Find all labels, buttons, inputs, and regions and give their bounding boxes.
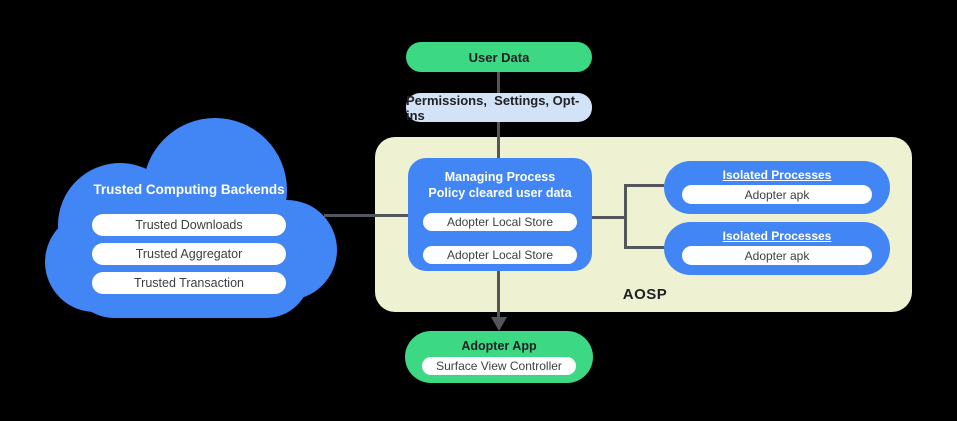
cloud-title: Trusted Computing Backends — [93, 182, 285, 197]
user-data-node: User Data — [406, 42, 592, 72]
adopter-apk-1: Adopter apk — [682, 185, 872, 204]
arrow-down-icon — [491, 317, 507, 331]
connector-managing-to-branch — [592, 216, 627, 219]
surface-view-controller: Surface View Controller — [422, 357, 576, 375]
isolated-process-node-2: Isolated Processes Adopter apk — [664, 222, 890, 275]
aosp-label: AOSP — [622, 286, 668, 303]
adopter-app-node: Adopter App Surface View Controller — [405, 331, 593, 383]
connector-branch-to-isolated-2 — [624, 246, 664, 249]
connector-userdata-to-permissions — [497, 72, 500, 93]
cloud-item-trusted-downloads: Trusted Downloads — [92, 214, 286, 236]
adopter-local-store-1: Adopter Local Store — [423, 213, 577, 231]
adopter-app-title: Adopter App — [461, 339, 537, 353]
connector-branch-to-isolated-1 — [624, 184, 664, 187]
cloud-item-trusted-transaction: Trusted Transaction — [92, 272, 286, 294]
connector-cloud-to-managing — [324, 214, 408, 217]
trusted-computing-cloud: Trusted Computing Backends Trusted Downl… — [45, 118, 337, 318]
permissions-label: Permissions, Settings, Opt-ins — [406, 92, 580, 123]
managing-process-title-line2: Policy cleared user data — [428, 186, 572, 200]
connector-branch-vertical — [624, 184, 627, 249]
permissions-node: Permissions, Settings, Opt-ins — [406, 92, 592, 123]
adopter-local-store-2: Adopter Local Store — [423, 246, 577, 264]
cloud-item-trusted-aggregator: Trusted Aggregator — [92, 243, 286, 265]
managing-process-title: Managing Process Policy cleared user dat… — [428, 169, 571, 201]
isolated-process-node-1: Isolated Processes Adopter apk — [664, 161, 890, 214]
adopter-apk-2: Adopter apk — [682, 246, 872, 265]
isolated-process-title-2: Isolated Processes — [722, 229, 832, 243]
connector-permissions-to-managing-inner — [497, 137, 500, 158]
managing-process-title-line1: Managing Process — [444, 170, 556, 184]
user-data-label: User Data — [468, 49, 530, 65]
isolated-process-title-1: Isolated Processes — [722, 168, 832, 182]
connector-managing-to-adopter — [497, 271, 500, 318]
managing-process-node: Managing Process Policy cleared user dat… — [408, 158, 592, 271]
